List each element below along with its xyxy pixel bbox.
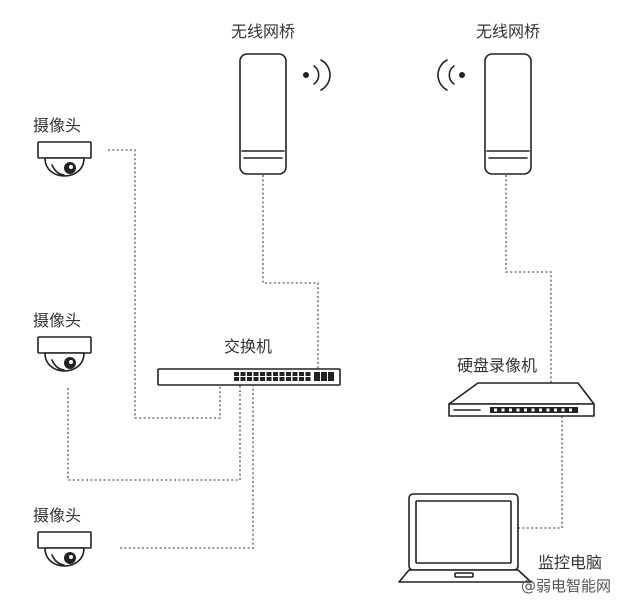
- wifi-signal-right-icon: [303, 59, 331, 91]
- switch-port: [292, 372, 298, 376]
- switch-port: [305, 372, 311, 376]
- nvr-indicator: [501, 408, 505, 412]
- switch-port: [260, 372, 265, 376]
- switch-port: [299, 377, 304, 381]
- nvr-front-panel: [494, 408, 572, 412]
- dome-camera-icon: [37, 531, 92, 567]
- link-camera2-switch: [67, 385, 241, 481]
- wireless-bridge-icon: [484, 53, 532, 175]
- camera-3: 摄像头: [33, 506, 92, 567]
- nvr-indicator: [524, 408, 527, 412]
- switch-port: [292, 377, 298, 381]
- switch-port: [273, 372, 278, 376]
- nvr-indicator: [569, 408, 572, 412]
- connection-links: [67, 149, 563, 549]
- camera-2: 摄像头: [33, 311, 92, 372]
- bridge-1-label: 无线网桥: [231, 22, 295, 41]
- switch-port: [299, 372, 304, 376]
- nvr-label: 硬盘录像机: [457, 356, 537, 375]
- switch-uplink-port: [314, 372, 320, 381]
- switch-port: [234, 377, 239, 381]
- switch-port: [253, 377, 259, 381]
- camera-3-label: 摄像头: [33, 506, 81, 525]
- switch-uplink-port: [328, 372, 334, 381]
- switch-port: [286, 377, 291, 381]
- link-nvr-laptop: [518, 416, 563, 529]
- camera-1: 摄像头: [33, 116, 92, 177]
- nvr-recorder: 硬盘录像机: [448, 356, 595, 417]
- nvr-indicator: [554, 408, 557, 412]
- dome-camera-icon: [37, 336, 92, 372]
- link-camera3-switch: [120, 385, 254, 549]
- nvr-indicator: [531, 408, 535, 412]
- switch-label: 交换机: [224, 337, 272, 356]
- switch-port-panel: [234, 372, 334, 381]
- switch-port: [266, 372, 272, 376]
- switch-port: [286, 372, 291, 376]
- link-camera1-switch: [108, 149, 221, 419]
- nvr-recorder-icon: [448, 382, 595, 417]
- nvr-indicator: [561, 408, 565, 412]
- nvr-indicator: [539, 408, 542, 412]
- switch-port: [266, 377, 272, 381]
- camera-1-label: 摄像头: [33, 116, 81, 135]
- wireless-bridge-icon: [239, 53, 287, 175]
- monitor-label: 监控电脑: [538, 553, 602, 572]
- switch-port: [253, 372, 259, 376]
- link-bridge2-nvr: [505, 175, 552, 383]
- link-bridge1-switch: [262, 175, 319, 370]
- nvr-indicator: [509, 408, 512, 412]
- camera-2-label: 摄像头: [33, 311, 81, 330]
- switch-port: [234, 372, 239, 376]
- switch-port: [247, 377, 252, 381]
- bridge-2-label: 无线网桥: [476, 22, 540, 41]
- switch-port: [273, 377, 278, 381]
- switch-port: [279, 372, 285, 376]
- wireless-bridge-1: 无线网桥: [231, 22, 331, 175]
- switch-port: [305, 377, 311, 381]
- wifi-signal-left-icon: [437, 59, 465, 91]
- switch-port: [260, 377, 265, 381]
- dome-camera-icon: [37, 141, 92, 177]
- network-switch: 交换机: [157, 337, 341, 386]
- nvr-indicator: [516, 408, 520, 412]
- monitoring-laptop: 监控电脑: [398, 493, 602, 583]
- network-switch-icon: [157, 368, 341, 386]
- laptop-icon: [398, 493, 532, 583]
- switch-uplink-port: [321, 372, 327, 381]
- switch-port: [240, 377, 246, 381]
- switch-port: [247, 372, 252, 376]
- nvr-indicator: [494, 408, 497, 412]
- nvr-indicator: [546, 408, 550, 412]
- watermark-text: @弱电智能网: [521, 577, 611, 595]
- wireless-bridge-2: 无线网桥: [437, 22, 540, 175]
- switch-port: [279, 377, 285, 381]
- switch-port: [240, 372, 246, 376]
